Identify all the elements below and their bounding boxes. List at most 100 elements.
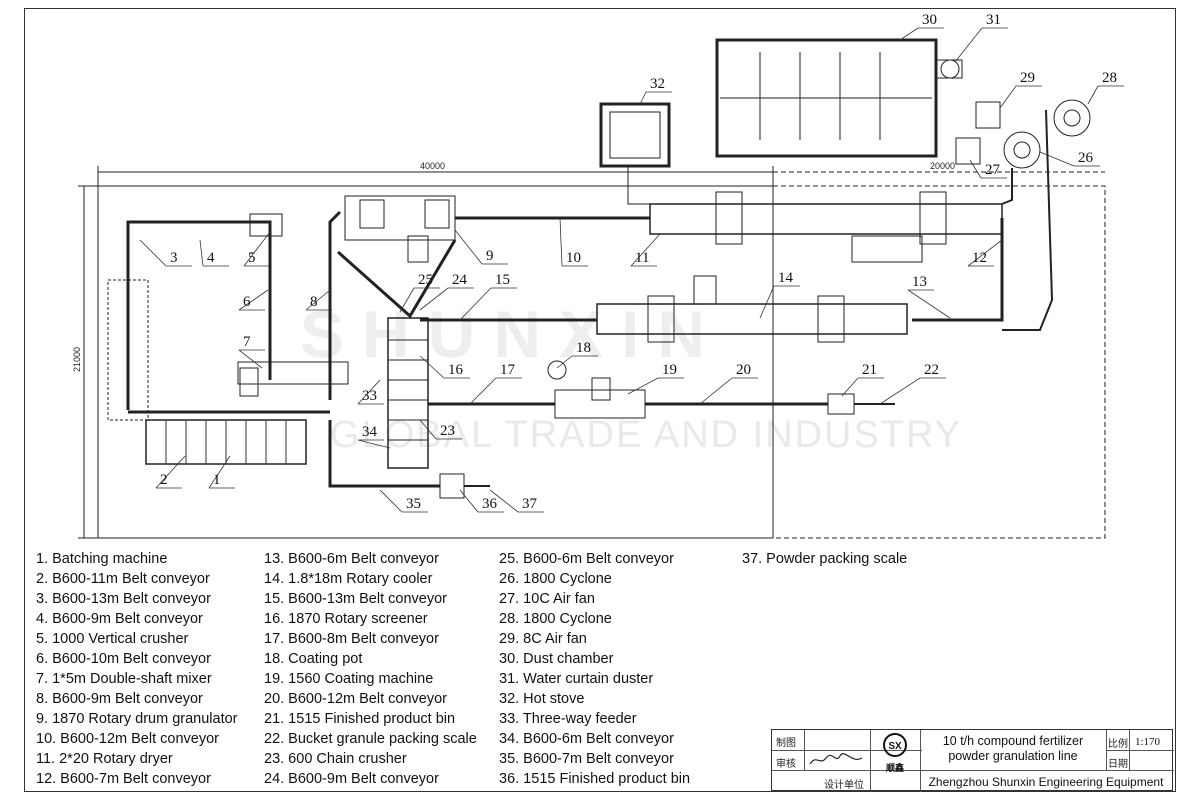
legend-item: 12. B600-7m Belt conveyor [36,771,211,787]
belt-conveyor-24 [337,239,457,319]
callout-17: 17 [500,362,516,378]
legend-item: 21. 1515 Finished product bin [264,711,456,727]
callout-12: 12 [972,250,987,266]
legend-column-3: 25. B600-6m Belt conveyor 26. 1800 Cyclo… [499,549,690,789]
title-line-2: powder granulation line [948,749,1078,763]
callout-13: 13 [912,274,927,290]
dust-chamber [715,38,938,158]
legend-item: 5. 1000 Vertical crusher [36,631,189,647]
cyclone-26 [1003,131,1041,169]
callout-leader [399,287,415,313]
legend-item: 4. B600-9m Belt conveyor [36,611,203,627]
legend-item: 29. 8C Air fan [499,631,587,647]
callout-14: 14 [778,270,794,286]
legend-item: 11. 2*20 Rotary dryer [36,751,173,767]
callout-leader [243,231,271,267]
legend-item: 18. Coating pot [264,651,363,667]
callout-34: 34 [362,424,378,440]
callout-leader [238,289,269,311]
callout-31: 31 [986,12,1001,28]
legend-item: 33. Three-way feeder [499,711,637,727]
callout-18: 18 [576,340,591,356]
legend-item: 35. B600-7m Belt conveyor [499,751,674,767]
label-drawn: 制图 [776,738,796,749]
coating-machine [554,389,646,419]
logo-caption: 顺鑫 [885,764,904,774]
dimension-right: 20000 [930,161,955,171]
company-name: Zhengzhou Shunxin Engineering Equipment [928,775,1164,789]
callout-leader [469,377,497,405]
callout-23: 23 [440,423,455,439]
callout-leader [357,439,391,449]
finished-product-bin-21 [827,393,855,415]
belt-conveyor-2 [126,220,140,410]
callout-leader [489,489,519,513]
callout-leader [627,377,659,395]
callout-leader [379,489,403,513]
callout-15: 15 [495,272,510,288]
callout-leader [305,289,331,311]
reviewer-signature [809,753,863,765]
title-block: 制图 审核 设计单位 SX 顺鑫 10 t/h compound fertili… [771,729,1174,792]
callout-leader [139,239,167,267]
callout-leader [699,377,733,405]
legend-item: 27. 10C Air fan [499,591,595,607]
callout-leader [419,355,445,379]
callout-19: 19 [662,362,677,378]
callout-leader [454,229,483,265]
callout-26: 26 [1078,150,1094,166]
callout-1: 1 [213,472,221,488]
site-extension [772,185,1106,539]
callout-leader [999,85,1017,109]
legend-item: 7. 1*5m Double-shaft mixer [36,671,212,687]
dimension-height: 21000 [72,347,82,372]
callout-leader [155,455,186,489]
label-design-unit: 设计单位 [824,780,864,791]
callout-22: 22 [924,362,939,378]
title-line-1: 10 t/h compound fertilizer [942,734,1084,748]
callout-leader [759,285,775,319]
drawing-frame [24,8,1176,792]
callout-2: 2 [160,472,168,488]
callout-leader [357,379,381,405]
callout-leader [208,455,231,489]
callout-16: 16 [448,362,464,378]
callout-9: 9 [486,248,494,264]
callout-leader [459,489,479,513]
legend-item: 30. Dust chamber [499,651,614,667]
legend-item: 25. B600-6m Belt conveyor [499,551,674,567]
callout-3: 3 [170,250,178,266]
callout-leader [559,217,563,267]
callout-leader [879,377,921,405]
callout-29: 29 [1020,70,1035,86]
callout-leader [907,289,951,319]
watermark-tagline: GLOBAL TRADE AND INDUSTRY [330,414,963,456]
legend-item: 31. Water curtain duster [499,671,654,687]
label-date: 日期 [1108,759,1128,770]
callout-leader [556,355,573,369]
legend-column-4: 37. Powder packing scale [742,549,907,569]
callout-7: 7 [243,334,251,350]
callout-leader [841,377,859,397]
legend-item: 19. 1560 Coating machine [264,671,434,687]
legend-item: 9. 1870 Rotary drum granulator [36,711,238,727]
callout-4: 4 [207,250,215,266]
callout-leader [639,91,647,105]
rotary-screener [387,317,429,469]
legend-item: 34. B600-6m Belt conveyor [499,731,674,747]
cyclone-28 [1053,99,1091,137]
callout-leader [238,349,263,369]
legend-item: 17. B600-8m Belt conveyor [264,631,439,647]
air-fan-27 [955,137,981,165]
belt-conveyor-8 [328,210,342,400]
rotary-dryer [649,203,1003,235]
label-scale: 比例 [1108,739,1128,750]
legend-item: 32. Hot stove [499,691,585,707]
legend-item: 16. 1870 Rotary screener [264,611,428,627]
legend-item: 26. 1800 Cyclone [499,571,612,587]
scale-value: 1:170 [1135,736,1161,748]
legend-item: 8. B600-9m Belt conveyor [36,691,203,707]
callout-33: 33 [362,388,377,404]
callout-leader [419,287,449,311]
